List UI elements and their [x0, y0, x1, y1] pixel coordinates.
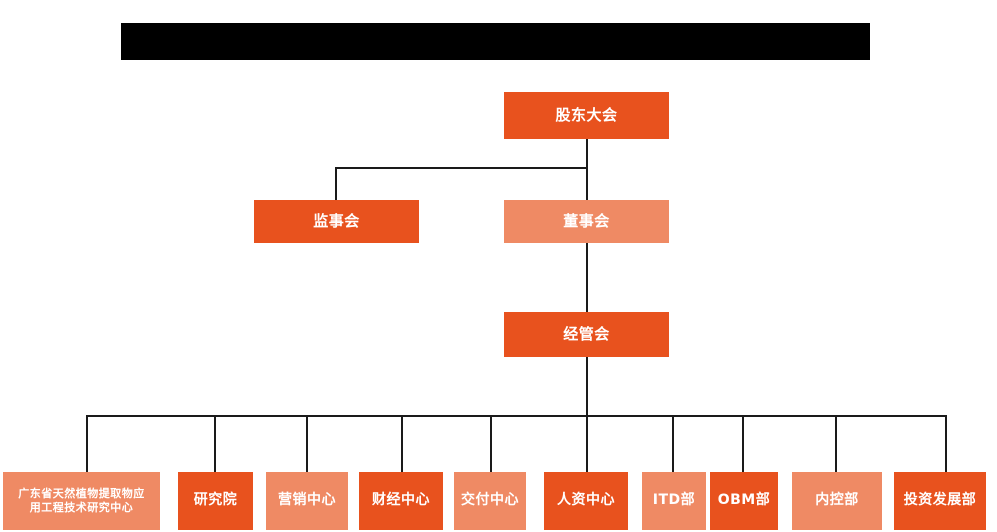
- node-shareholders-meeting[interactable]: 股东大会: [504, 92, 669, 139]
- connector-to-supervisors: [335, 167, 337, 200]
- redacted-title-banner: [121, 23, 870, 60]
- node-board-of-directors[interactable]: 董事会: [504, 200, 669, 243]
- node-label: 董事会: [563, 212, 610, 231]
- node-marketing-center[interactable]: 营销中心: [266, 472, 348, 530]
- node-guangdong-research-center[interactable]: 广东省天然植物提取物应 用工程技术研究中心: [3, 472, 160, 530]
- node-label: 研究院: [193, 492, 238, 509]
- node-label: 经管会: [563, 325, 610, 344]
- node-label: 投资发展部: [903, 492, 977, 509]
- node-label: 内控部: [815, 492, 859, 509]
- node-itd-department[interactable]: ITD部: [642, 472, 706, 530]
- connector-level2-bus: [335, 167, 588, 169]
- connector-drop-3: [306, 415, 308, 472]
- node-management-committee[interactable]: 经管会: [504, 312, 669, 357]
- node-delivery-center[interactable]: 交付中心: [454, 472, 526, 530]
- connector-drop-9: [835, 415, 837, 472]
- node-finance-center[interactable]: 财经中心: [359, 472, 443, 530]
- connector-drop-2: [214, 415, 216, 472]
- connector-departments-bus: [86, 415, 945, 417]
- node-internal-control-department[interactable]: 内控部: [792, 472, 882, 530]
- node-board-of-supervisors[interactable]: 监事会: [254, 200, 419, 243]
- node-label: 营销中心: [278, 492, 336, 509]
- node-label: 财经中心: [372, 492, 430, 509]
- connector-to-board: [586, 167, 588, 200]
- connector-drop-1: [86, 415, 88, 472]
- node-label: ITD部: [652, 492, 696, 509]
- connector-drop-5: [490, 415, 492, 472]
- connector-drop-10: [945, 415, 947, 472]
- node-obm-department[interactable]: OBM部: [710, 472, 778, 530]
- connector-drop-6: [586, 415, 588, 472]
- node-research-institute[interactable]: 研究院: [178, 472, 253, 530]
- connector-drop-8: [742, 415, 744, 472]
- connector-drop-4: [401, 415, 403, 472]
- node-label: OBM部: [717, 492, 771, 509]
- node-label: 广东省天然植物提取物应 用工程技术研究中心: [18, 487, 145, 514]
- node-label: 股东大会: [555, 106, 618, 125]
- connector-management-to-bus: [586, 356, 588, 416]
- connector-shareholders-down: [586, 138, 588, 168]
- node-investment-development-department[interactable]: 投资发展部: [894, 472, 986, 530]
- connector-board-to-management: [586, 242, 588, 312]
- node-label: 监事会: [313, 212, 360, 231]
- node-human-resources-center[interactable]: 人资中心: [544, 472, 628, 530]
- node-label: 人资中心: [557, 492, 615, 509]
- connector-drop-7: [672, 415, 674, 472]
- node-label: 交付中心: [461, 492, 519, 509]
